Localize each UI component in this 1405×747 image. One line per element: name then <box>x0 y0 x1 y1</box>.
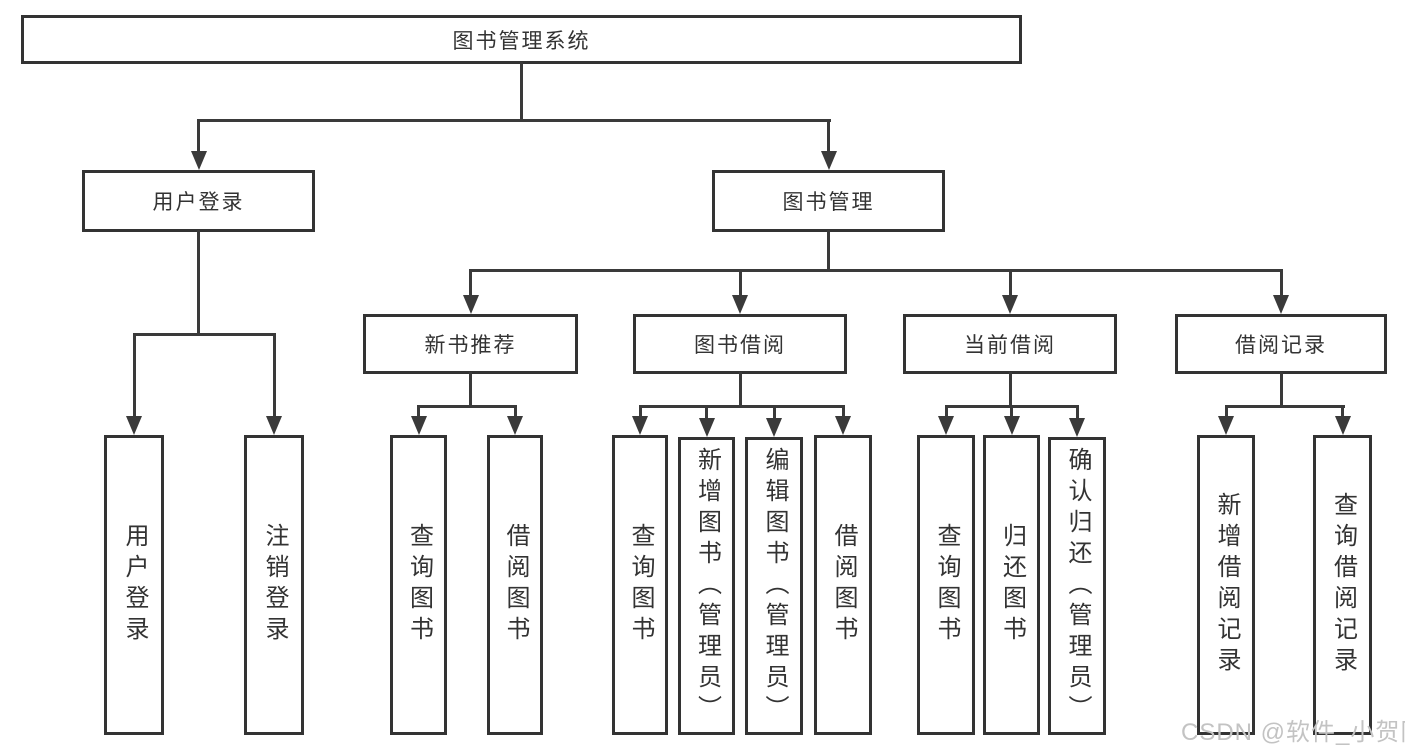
leaf-query-book-1: 查询图书 <box>390 435 447 735</box>
arrowhead-icon <box>1069 418 1085 437</box>
leaf-add-book-admin: 新增图书（管理员） <box>678 437 735 735</box>
connector-line <box>197 230 200 335</box>
arrowhead-icon <box>820 151 837 170</box>
arrowhead-icon <box>1218 416 1234 435</box>
connector-line <box>1341 405 1344 420</box>
connector-line <box>1075 405 1079 420</box>
leaf-query-book-3: 查询图书 <box>917 435 975 735</box>
connector-line <box>469 269 1283 272</box>
connector-line <box>1224 405 1228 420</box>
arrowhead-icon <box>698 418 715 437</box>
connector-line <box>197 119 831 122</box>
arrowhead-icon <box>835 416 851 435</box>
connector-line <box>272 333 276 419</box>
connector-line <box>827 119 830 155</box>
leaf-add-borrow-record: 新增借阅记录 <box>1197 435 1255 735</box>
connector-line <box>469 269 472 299</box>
node-borrow-records: 借阅记录 <box>1175 314 1387 374</box>
arrowhead-icon <box>190 151 207 170</box>
connector-line <box>513 405 517 420</box>
node-new-book-recommend: 新书推荐 <box>363 314 578 374</box>
connector-line <box>469 372 472 408</box>
arrowhead-icon <box>1334 416 1351 435</box>
connector-line <box>1279 269 1283 299</box>
connector-line <box>827 230 830 272</box>
arrowhead-icon <box>632 416 648 435</box>
arrowhead-icon <box>1273 295 1289 314</box>
node-user-login-branch: 用户登录 <box>82 170 315 232</box>
connector-line <box>1224 405 1345 408</box>
arrowhead-icon <box>266 416 282 435</box>
connector-line <box>1010 405 1013 420</box>
connector-line <box>772 405 776 420</box>
connector-line <box>738 269 742 299</box>
leaf-return-book: 归还图书 <box>983 435 1040 735</box>
arrowhead-icon <box>462 295 479 314</box>
leaf-query-book-2: 查询图书 <box>612 435 668 735</box>
connector-line <box>1279 372 1283 408</box>
connector-line <box>638 405 845 408</box>
node-book-borrow: 图书借阅 <box>633 314 847 374</box>
connector-line <box>944 405 948 420</box>
arrowhead-icon <box>766 418 782 437</box>
leaf-edit-book-admin: 编辑图书（管理员） <box>745 437 803 735</box>
connector-line <box>1008 269 1012 299</box>
node-current-borrow: 当前借阅 <box>903 314 1117 374</box>
arrowhead-icon <box>126 416 142 435</box>
leaf-confirm-return-admin: 确认归还（管理员） <box>1048 437 1106 735</box>
connector-line <box>705 405 708 420</box>
arrowhead-icon <box>507 416 523 435</box>
arrowhead-icon <box>1003 416 1020 435</box>
leaf-borrow-book-2: 借阅图书 <box>814 435 872 735</box>
leaf-user-login: 用户登录 <box>104 435 164 735</box>
connector-line <box>520 62 523 121</box>
connector-line <box>132 333 276 336</box>
leaf-borrow-book-1: 借阅图书 <box>487 435 543 735</box>
leaf-query-borrow-record: 查询借阅记录 <box>1313 435 1372 735</box>
node-book-management-branch: 图书管理 <box>712 170 945 232</box>
arrowhead-icon <box>1002 295 1018 314</box>
csdn-watermark: CSDN @软件_小贺同学 <box>1181 719 1405 746</box>
leaf-logout: 注销登录 <box>244 435 304 735</box>
node-root: 图书管理系统 <box>21 15 1022 64</box>
connector-line <box>738 372 742 408</box>
connector-line <box>1008 372 1012 408</box>
connector-line <box>417 405 517 408</box>
arrowhead-icon <box>938 416 954 435</box>
connector-line <box>132 333 136 419</box>
connector-line <box>638 405 642 420</box>
connector-line <box>417 405 420 420</box>
connector-line <box>841 405 845 420</box>
arrowhead-icon <box>410 416 427 435</box>
connector-line <box>197 119 200 155</box>
arrowhead-icon <box>732 295 748 314</box>
